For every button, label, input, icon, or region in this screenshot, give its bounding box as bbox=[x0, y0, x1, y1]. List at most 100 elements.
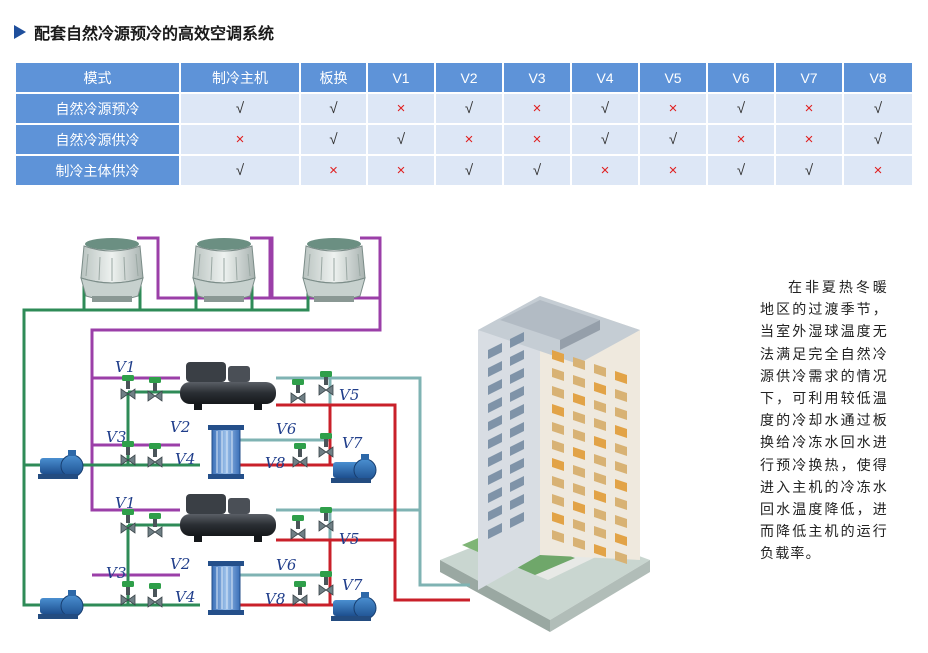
status-check-cell: √ bbox=[843, 124, 914, 156]
table-header: V6 bbox=[707, 63, 776, 94]
section-title-text: 配套自然冷源预冷的高效空调系统 bbox=[34, 24, 275, 43]
mode-name-cell: 自然冷源预冷 bbox=[16, 93, 181, 125]
status-cross-cell: × bbox=[503, 124, 572, 156]
valve-label-v5: V5 bbox=[339, 386, 359, 404]
building-window bbox=[510, 332, 524, 348]
table-row: 制冷主体供冷√××√√××√√× bbox=[16, 155, 914, 187]
valve-label-v2: V2 bbox=[170, 555, 190, 573]
status-check-cell: √ bbox=[300, 124, 368, 156]
building-window bbox=[615, 551, 627, 564]
building-window bbox=[594, 508, 606, 521]
building-window bbox=[615, 533, 627, 546]
chilled-pump-icon bbox=[330, 591, 377, 622]
building-window bbox=[573, 465, 585, 478]
valve-icon bbox=[292, 580, 308, 606]
status-cross-cell: × bbox=[180, 124, 301, 156]
status-cross-cell: × bbox=[775, 124, 844, 156]
building-window bbox=[510, 386, 524, 402]
building-window bbox=[573, 501, 585, 514]
building-window bbox=[573, 483, 585, 496]
building-window bbox=[552, 386, 564, 399]
valve-icon bbox=[290, 378, 306, 404]
building-window bbox=[488, 469, 502, 485]
valve-icon bbox=[292, 442, 308, 468]
building-window bbox=[615, 479, 627, 492]
table-header: V8 bbox=[843, 63, 914, 94]
building-window bbox=[488, 505, 502, 521]
valve-label-v6: V6 bbox=[276, 556, 297, 574]
status-cross-cell: × bbox=[367, 155, 436, 187]
valve-label-v4: V4 bbox=[175, 450, 195, 468]
building-window bbox=[488, 523, 502, 539]
status-cross-cell: × bbox=[775, 93, 844, 125]
building-window bbox=[488, 397, 502, 413]
building-window bbox=[594, 454, 606, 467]
building-window bbox=[488, 433, 502, 449]
valve-label-v1: V1 bbox=[115, 494, 135, 512]
status-cross-cell: × bbox=[503, 93, 572, 125]
status-cross-cell: × bbox=[639, 155, 708, 187]
valve-label-v7: V7 bbox=[342, 576, 363, 594]
cooling-tower-icon bbox=[80, 237, 144, 303]
building-window bbox=[552, 530, 564, 543]
building-window bbox=[615, 389, 627, 402]
cooling-pump-icon bbox=[37, 589, 84, 620]
building-window bbox=[510, 422, 524, 438]
building-window bbox=[552, 350, 564, 363]
building-window bbox=[615, 515, 627, 528]
valve-icon bbox=[290, 514, 306, 540]
table-header-row: 模式 制冷主机 板换 V1 V2 V3 V4 V5 V6 V7 V8 bbox=[16, 63, 914, 94]
plate-heat-exchanger-icon bbox=[207, 424, 245, 480]
status-cross-cell: × bbox=[707, 124, 776, 156]
building-window bbox=[573, 537, 585, 550]
cooling-tower-icon bbox=[302, 237, 366, 303]
valve-label-v2: V2 bbox=[170, 418, 190, 436]
building-window bbox=[552, 404, 564, 417]
building-window bbox=[510, 494, 524, 510]
building-window bbox=[615, 497, 627, 510]
building-window bbox=[594, 418, 606, 431]
chilled-water-piping bbox=[240, 376, 440, 607]
valve-label-v8: V8 bbox=[265, 590, 285, 608]
table-header: V5 bbox=[639, 63, 708, 94]
status-cross-cell: × bbox=[639, 93, 708, 125]
building-window bbox=[594, 544, 606, 557]
building-window bbox=[594, 472, 606, 485]
building-window bbox=[510, 512, 524, 528]
building-window bbox=[488, 379, 502, 395]
status-check-cell: √ bbox=[503, 155, 572, 187]
table-header: 板换 bbox=[300, 63, 368, 94]
table-header: V2 bbox=[435, 63, 504, 94]
building-window bbox=[573, 375, 585, 388]
status-check-cell: √ bbox=[707, 93, 776, 125]
building-window bbox=[615, 443, 627, 456]
building-window bbox=[594, 526, 606, 539]
table-header: V7 bbox=[775, 63, 844, 94]
building-window bbox=[573, 447, 585, 460]
valve-label-v4: V4 bbox=[175, 588, 195, 606]
building-window bbox=[615, 425, 627, 438]
building-window bbox=[573, 357, 585, 370]
table-row: 自然冷源预冷√√×√×√×√×√ bbox=[16, 93, 914, 125]
status-check-cell: √ bbox=[775, 155, 844, 187]
status-check-cell: √ bbox=[367, 124, 436, 156]
status-check-cell: √ bbox=[843, 93, 914, 125]
building-window bbox=[594, 436, 606, 449]
building-window bbox=[510, 458, 524, 474]
status-cross-cell: × bbox=[367, 93, 436, 125]
status-check-cell: √ bbox=[571, 93, 640, 125]
building-window bbox=[552, 440, 564, 453]
building-window bbox=[552, 368, 564, 381]
status-check-cell: √ bbox=[707, 155, 776, 187]
status-check-cell: √ bbox=[639, 124, 708, 156]
status-cross-cell: × bbox=[571, 155, 640, 187]
status-cross-cell: × bbox=[300, 155, 368, 187]
building-window bbox=[488, 361, 502, 377]
description-text: 在非夏热冬暖地区的过渡季节，当室外湿球温度无法满足完全自然冷源供冷需求的情况下，… bbox=[760, 280, 888, 563]
building-window bbox=[573, 393, 585, 406]
table-row: 自然冷源供冷×√√××√√××√ bbox=[16, 124, 914, 156]
building-window bbox=[573, 429, 585, 442]
building-window bbox=[488, 451, 502, 467]
valve-icon bbox=[147, 376, 163, 402]
table-header: 模式 bbox=[16, 63, 181, 94]
